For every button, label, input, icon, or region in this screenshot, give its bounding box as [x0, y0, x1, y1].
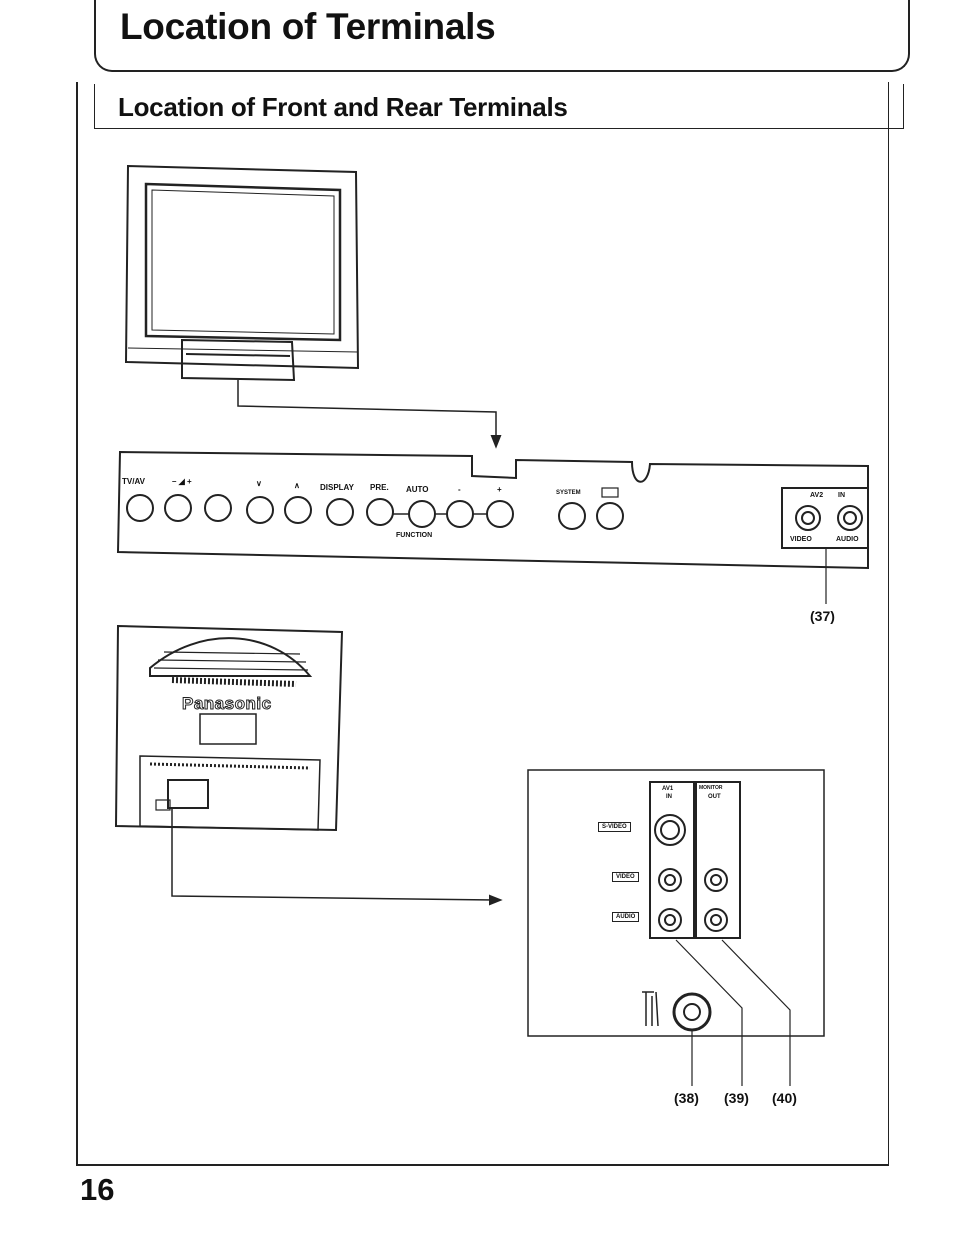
video-tag: VIDEO: [612, 872, 639, 882]
front-connector-line: [237, 380, 497, 440]
pre-button-label: PRE.: [370, 483, 389, 492]
reference-38: (38): [674, 1090, 699, 1106]
channel-down-button-label: ∨: [256, 479, 262, 488]
reference-39: (39): [724, 1090, 749, 1106]
system-button-label: SYSTEM: [556, 490, 581, 496]
front-panel-buttons: [126, 494, 624, 530]
rear-tv-drawing: [114, 624, 344, 832]
front-panel-outline: [116, 450, 869, 570]
rear-connector-arrow: [489, 894, 503, 906]
function-plus-label: +: [497, 485, 502, 494]
monitor-out-label: OUT: [708, 794, 721, 800]
section-title: Location of Front and Rear Terminals: [118, 92, 568, 122]
front-connector-arrow: [490, 435, 502, 449]
av2-video-label: VIDEO: [790, 536, 812, 543]
av2-audio-label: AUDIO: [836, 536, 859, 543]
channel-up-button-label: ∧: [294, 481, 300, 490]
audio-tag: AUDIO: [612, 912, 640, 922]
reference-37: (37): [810, 608, 835, 624]
rear-connector-line: [171, 808, 495, 901]
page-number: 16: [80, 1172, 115, 1207]
monitor-label: MONITOR: [699, 785, 723, 791]
function-minus-label: -: [458, 485, 461, 494]
volume-button-label: – ◢ +: [172, 477, 192, 486]
front-tv-drawing: [124, 164, 360, 382]
rear-panel-outline: [527, 769, 825, 1037]
av1-in-label: IN: [666, 794, 672, 800]
auto-button-label: AUTO: [406, 485, 429, 494]
av1-label: AV1: [662, 786, 674, 792]
panasonic-logo: Panasonic: [182, 694, 272, 714]
section-frame: [76, 82, 889, 1166]
display-button-label: DISPLAY: [320, 483, 354, 492]
page-title-frame: [94, 0, 910, 72]
page-title: Location of Terminals: [120, 6, 496, 47]
tv-av-button-label: TV/AV: [122, 477, 145, 486]
function-label: FUNCTION: [396, 532, 433, 539]
av2-label: AV2: [810, 492, 824, 499]
s-video-tag: S-VIDEO: [598, 822, 631, 832]
reference-40: (40): [772, 1090, 797, 1106]
section-title-bar: [94, 84, 904, 129]
av2-in-label: IN: [838, 492, 845, 499]
av2-terminal-box: [781, 487, 869, 549]
